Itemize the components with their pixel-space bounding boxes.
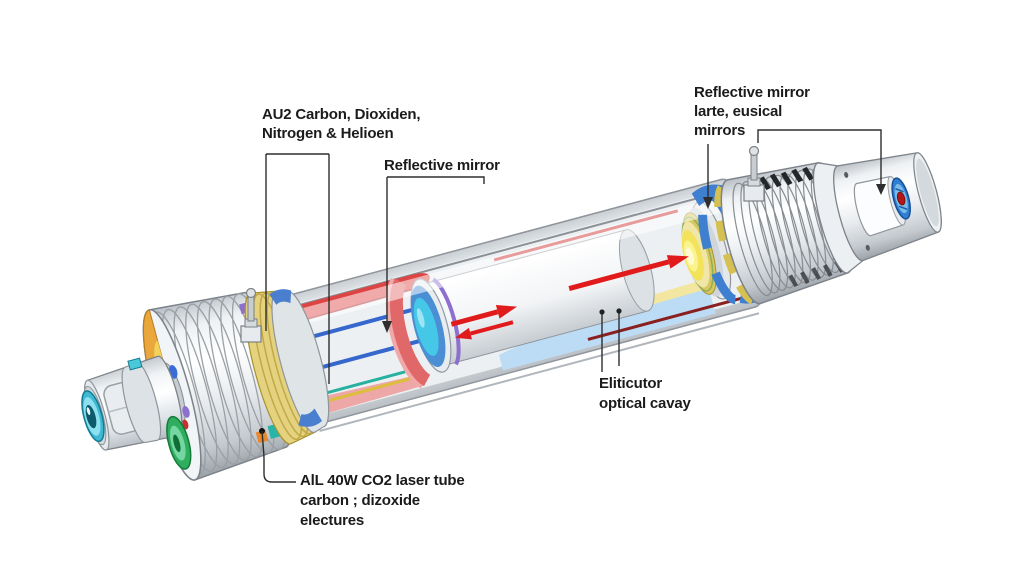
label-line: electures (300, 512, 365, 529)
discharge-pink-band (310, 376, 425, 417)
label-line: Eliticutor (599, 375, 663, 392)
barrel-collar (121, 362, 162, 444)
label-optical-cavity: Eliticutor optical cavay (599, 374, 691, 414)
clamp-bottom-left (298, 408, 323, 427)
label-line: carbon ; dizoxide (300, 492, 420, 509)
fin-shadows (748, 166, 814, 193)
label-line: Reflective mirror (694, 84, 810, 101)
beam-spot (896, 191, 906, 206)
clamp-top-left (269, 289, 292, 305)
label-reflective-mirror: Reflective mirror (384, 156, 500, 175)
leader-lines (259, 129, 886, 483)
left-end-assembly (81, 289, 330, 481)
label-line: AlL 40W CO2 laser tube (300, 472, 465, 489)
label-laser-tube: AlL 40W CO2 laser tube carbon ; dizoxide… (300, 471, 465, 531)
leader-mirror-right-b (757, 129, 882, 186)
leader-tube (261, 430, 296, 483)
output-window (891, 177, 911, 220)
arrowhead (876, 184, 886, 195)
cavity-lining (498, 288, 716, 371)
leader-mirror-mid (386, 176, 485, 323)
label-reflective-mirror-right: Reflective mirror larte, eusical mirrors (694, 83, 810, 140)
glass-highlight (287, 195, 727, 328)
label-line: Nitrogen & Helioen (262, 125, 394, 142)
arrowhead (703, 197, 713, 209)
label-line: optical cavay (599, 395, 691, 412)
label-line: AU2 Carbon, Dioxiden, (262, 106, 421, 123)
gas-line (312, 376, 413, 407)
glass-tube-group (281, 178, 765, 432)
label-line: larte, eusical (694, 103, 783, 120)
right-end-assembly (691, 152, 942, 305)
label-line: mirrors (694, 122, 746, 139)
electrode-pin-right (743, 145, 765, 202)
leader-gas (265, 153, 330, 384)
leader-cavity (601, 313, 620, 372)
arrowhead (382, 321, 392, 333)
green-disc (166, 415, 192, 470)
electrode-pin-left (240, 287, 262, 343)
cyan-fitting (127, 357, 143, 371)
water-nozzle (81, 390, 105, 443)
label-gas-mixture: AU2 Carbon, Dioxiden, Nitrogen & Helioen (262, 105, 421, 143)
label-line: Reflective mirror (384, 157, 500, 174)
laser-beam-arrows (450, 255, 689, 340)
